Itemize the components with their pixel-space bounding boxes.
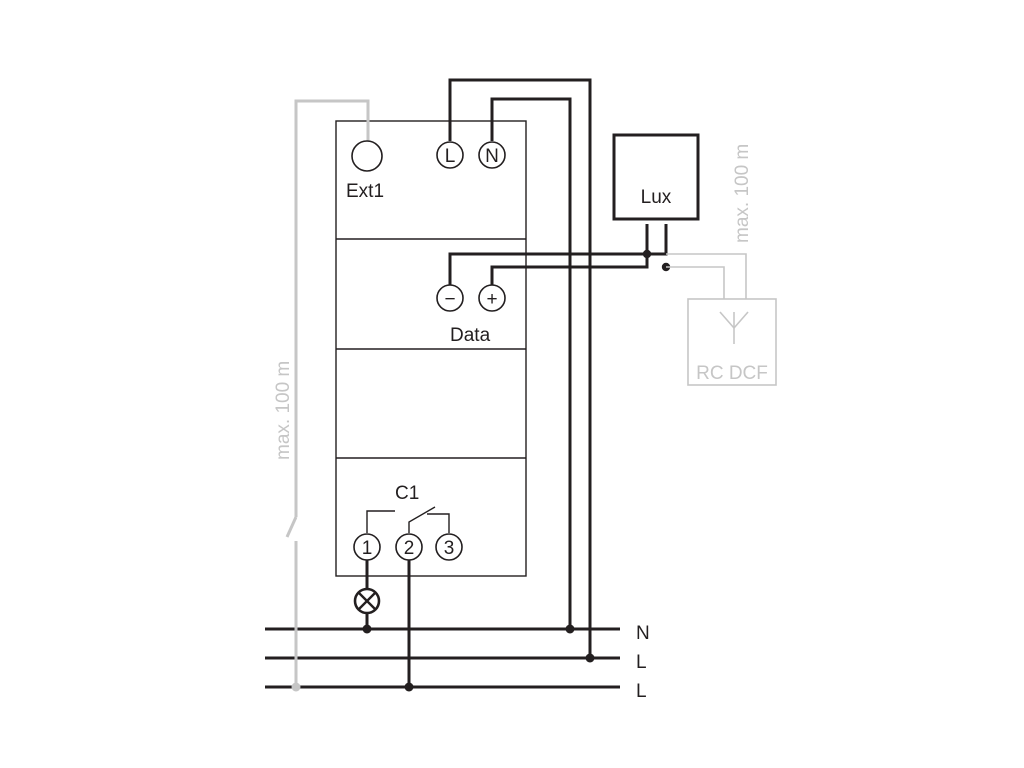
bus-label-l1: L (636, 652, 647, 673)
terminal-l: L (436, 141, 464, 169)
junction-contact2-l (404, 682, 414, 692)
rcdcf-box (687, 298, 777, 386)
junction-data-minus (642, 249, 652, 259)
terminal-ext1: Ext1 (346, 140, 384, 202)
supply-wiring (448, 78, 595, 663)
junction-l-supply (585, 653, 595, 663)
cable-length-right: max. 100 m (732, 144, 753, 243)
cable-length-left: max. 100 m (273, 361, 294, 460)
wire-n-supply (490, 97, 572, 629)
wire-rcdcf-2 (666, 266, 725, 299)
terminal-minus-label: − (444, 289, 455, 310)
terminal-n-circle (478, 141, 506, 169)
contact-2-label: 2 (404, 538, 415, 559)
data-wiring (448, 224, 671, 285)
terminal-l-circle (436, 141, 464, 169)
junction-n-supply (565, 624, 575, 634)
bus-label-l2: L (636, 681, 647, 702)
ext-switch-wiring: max. 100 m (273, 99, 370, 692)
device-housing (335, 120, 527, 577)
ext-switch-contact (285, 516, 298, 538)
wire-rcdcf-1 (666, 253, 747, 299)
rcdcf-module: RC DCF (687, 298, 777, 386)
terminal-minus-circle (436, 284, 464, 312)
contact-1-label: 1 (362, 538, 373, 559)
terminal-data-plus: + (478, 284, 506, 312)
terminal-n: N (478, 141, 506, 169)
ext-junction (291, 682, 301, 692)
wire-data-minus (448, 224, 668, 285)
junction-lamp-n (362, 624, 372, 634)
contact-3-circle (435, 533, 463, 561)
load-wiring (353, 560, 414, 692)
data-label: Data (450, 325, 491, 346)
ext-wire-upper (294, 99, 370, 517)
terminal-ext1-circle (351, 140, 383, 172)
lux-label: Lux (641, 187, 672, 208)
contact-1-lead (366, 510, 395, 533)
bus-label-n: N (636, 623, 650, 644)
lux-sensor-box (612, 133, 700, 221)
channel-label: C1 (395, 483, 419, 504)
ext1-label: Ext1 (346, 181, 384, 202)
contact-switch-blade (408, 506, 436, 533)
rcdcf-label: RC DCF (696, 363, 768, 384)
contact-3-label: 3 (444, 538, 455, 559)
terminal-plus-circle (478, 284, 506, 312)
terminal-l-label: L (445, 146, 456, 167)
bus-lines: N L L (265, 623, 650, 702)
channel-c1: C1 1 2 3 (353, 483, 463, 561)
terminal-n-label: N (485, 146, 499, 167)
antenna-icon (719, 311, 749, 344)
lamp-icon (353, 587, 381, 615)
wire-l-supply (448, 78, 592, 658)
terminal-data-minus: − (436, 284, 464, 312)
wire-data-plus (490, 224, 649, 285)
contact-3-lead (427, 513, 450, 533)
terminal-plus-label: + (486, 289, 497, 310)
lux-sensor: Lux max. 100 m (612, 133, 753, 243)
rcdcf-wiring (666, 253, 747, 299)
